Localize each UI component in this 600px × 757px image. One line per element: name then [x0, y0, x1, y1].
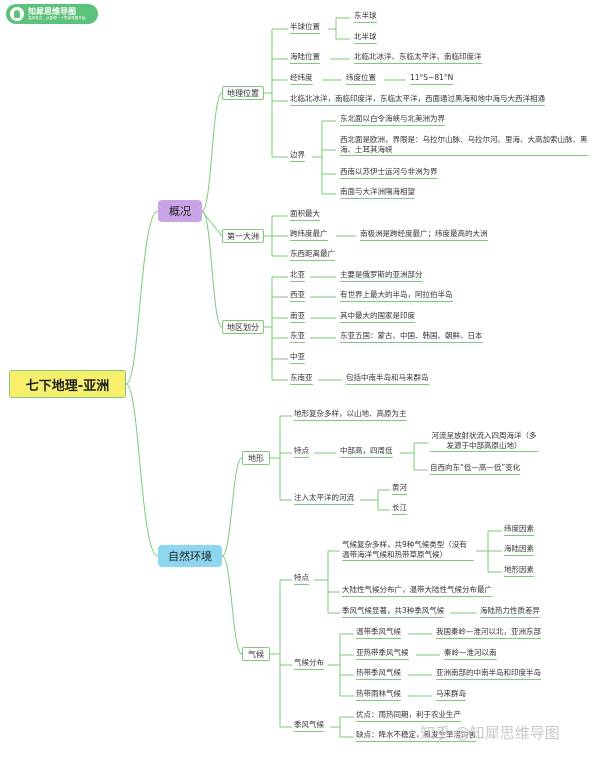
- node-hemisphere[interactable]: 半球位置: [290, 22, 320, 34]
- node-region-west[interactable]: 西亚: [290, 290, 305, 302]
- node-tropical-monsoon-area[interactable]: 亚洲南部的中南半岛和印度半岛: [436, 668, 541, 680]
- node-monsoon-pros[interactable]: 优点：雨热同期，利于农业生产: [356, 710, 461, 722]
- node-region-southeast-desc[interactable]: 包括中南半岛和马来群岛: [346, 373, 429, 385]
- node-terrain-west-east[interactable]: 自西向东“低—高—低”变化: [430, 463, 521, 475]
- node-pacific-rivers[interactable]: 注入太平洋的河流: [294, 493, 354, 505]
- node-border-ne[interactable]: 东北面以白令海峡与北美洲为界: [340, 114, 445, 126]
- topic-climate[interactable]: 气候: [242, 647, 270, 661]
- node-monsoon-climate[interactable]: 季风气候: [294, 720, 324, 732]
- node-terrain-rivers[interactable]: 河流呈放射状流入四周海洋（多发源于中部高原山地）: [430, 431, 538, 452]
- node-region-north-desc[interactable]: 主要是俄罗斯的亚洲部分: [340, 270, 423, 282]
- topic-overview[interactable]: 概况: [158, 200, 202, 222]
- node-region-north[interactable]: 北亚: [290, 270, 305, 282]
- node-latitude[interactable]: 纬度位置: [346, 73, 376, 85]
- node-factor-latitude[interactable]: 纬度因素: [504, 524, 534, 536]
- node-yangtze-river[interactable]: 长江: [392, 503, 407, 515]
- node-region-east-desc[interactable]: 东亚五国：蒙古、中国、韩国、朝鲜、日本: [340, 331, 483, 343]
- node-monsoon-cause[interactable]: 海陆热力性质差异: [480, 606, 540, 618]
- rhino-logo-icon: [10, 7, 24, 21]
- node-climate-types[interactable]: 气候复杂多样，共9种气候类型（没有温带海洋气候和热带草原气候）: [342, 540, 474, 561]
- node-region-southeast[interactable]: 东南亚: [290, 373, 313, 385]
- node-yellow-river[interactable]: 黄河: [392, 483, 407, 495]
- root-topic[interactable]: 七下地理-亚洲: [9, 370, 126, 398]
- node-lat-span-value[interactable]: 南极洲是跨经度最广；纬度最高的大洲: [360, 229, 488, 241]
- node-region-south[interactable]: 南亚: [290, 311, 305, 323]
- node-tropical-monsoon[interactable]: 热带季风气候: [356, 668, 401, 680]
- node-eastern-hemisphere[interactable]: 东半球: [354, 11, 377, 23]
- node-temperate-monsoon[interactable]: 温带季风气候: [356, 627, 401, 639]
- node-factor-terrain[interactable]: 地形因素: [504, 565, 534, 577]
- node-subtropical-monsoon[interactable]: 亚热带季风气候: [356, 648, 409, 660]
- node-border-sw[interactable]: 西南以苏伊士运河与非洲为界: [340, 167, 438, 179]
- node-monsoon-cons[interactable]: 缺点：降水不稳定，易发生旱涝灾害: [356, 730, 476, 742]
- node-region-south-desc[interactable]: 其中最大的国家是印度: [340, 311, 415, 323]
- node-lonlat[interactable]: 经纬度: [290, 73, 313, 85]
- node-largest-area[interactable]: 面积最大: [290, 209, 320, 221]
- node-subtropical-monsoon-area[interactable]: 秦岭—淮河以南: [444, 648, 497, 660]
- node-tropical-rainforest[interactable]: 热带雨林气候: [356, 689, 401, 701]
- node-border[interactable]: 边界: [290, 150, 305, 162]
- topic-nature[interactable]: 自然环境: [158, 545, 222, 567]
- node-sea-land[interactable]: 海陆位置: [290, 52, 320, 64]
- brand-logo: 知犀思维导图 高效表达，从整理一个思维导图开始: [6, 4, 98, 24]
- node-border-s[interactable]: 南面与大洋洲隔海相望: [340, 187, 415, 199]
- node-terrain-features[interactable]: 特点: [294, 446, 309, 458]
- node-sea-land-value[interactable]: 北临北冰洋、东临太平洋、南临印度洋: [354, 52, 482, 64]
- node-terrain-high-center[interactable]: 中部高，四周低: [340, 446, 393, 458]
- node-lat-span[interactable]: 跨纬度最广: [290, 229, 328, 241]
- node-climate-features[interactable]: 特点: [294, 573, 309, 585]
- watermark: 知乎 @知犀思维导图: [420, 724, 560, 742]
- node-factor-sea-land[interactable]: 海陆因素: [504, 544, 534, 556]
- node-terrain-complex[interactable]: 地形复杂多样，以山地、高原为主: [294, 409, 407, 421]
- node-temperate-monsoon-area[interactable]: 我国秦岭—淮河以北，亚洲东部: [436, 627, 541, 639]
- node-tropical-rainforest-area[interactable]: 马来群岛: [436, 689, 466, 701]
- topic-largest-continent[interactable]: 第一大洲: [222, 229, 264, 243]
- node-region-west-desc[interactable]: 有世界上最大的半岛，阿拉伯半岛: [340, 290, 453, 302]
- node-climate-distribution[interactable]: 气候分布: [294, 658, 324, 670]
- node-latitude-value[interactable]: 11°S~81°N: [410, 73, 454, 85]
- node-climate-monsoon[interactable]: 季风气候显著，共3种季风气候: [342, 606, 445, 618]
- node-region-central[interactable]: 中亚: [290, 352, 305, 364]
- logo-name: 知犀思维导图: [28, 7, 76, 16]
- node-oceans[interactable]: 北临北冰洋，南临印度洋，东临太平洋，西面通过黑海和地中海与大西洋相通: [290, 94, 545, 106]
- node-climate-continental[interactable]: 大陆性气候分布广，温带大陆性气候分布最广: [342, 585, 492, 597]
- node-border-nw[interactable]: 西北面是欧洲，界限是：乌拉尔山脉、乌拉尔河、里海、大高加索山脉、黑海、土耳其海峡: [340, 135, 588, 156]
- topic-location[interactable]: 地理位置: [222, 86, 264, 100]
- node-region-east[interactable]: 东亚: [290, 331, 305, 343]
- topic-terrain[interactable]: 地形: [242, 451, 270, 465]
- node-ew-distance[interactable]: 东西距离最广: [290, 249, 335, 261]
- logo-tagline: 高效表达，从整理一个思维导图开始: [28, 16, 86, 20]
- topic-regions[interactable]: 地区划分: [222, 320, 264, 334]
- node-northern-hemisphere[interactable]: 北半球: [354, 32, 377, 44]
